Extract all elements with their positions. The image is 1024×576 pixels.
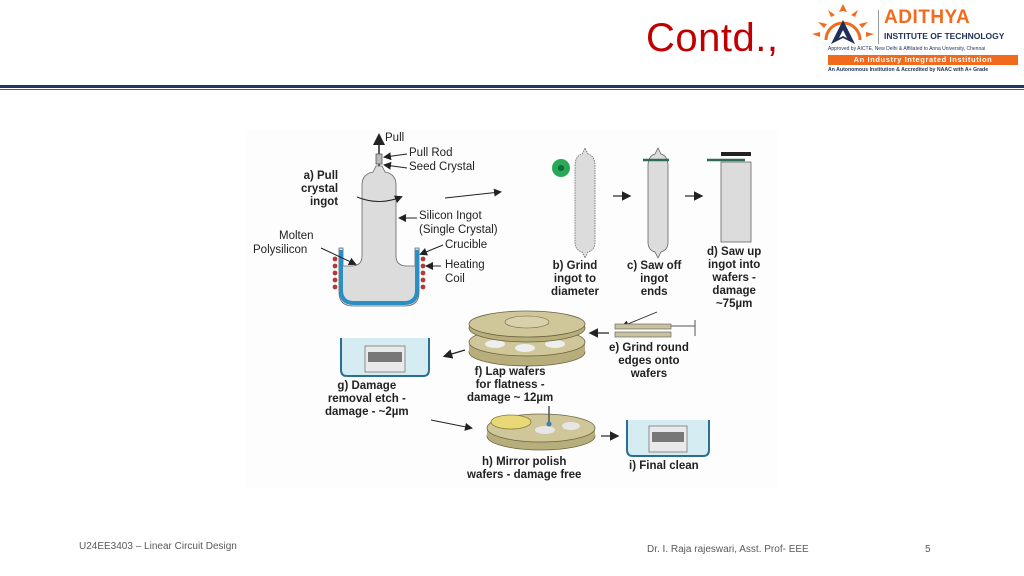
label-crucible: Crucible: [445, 239, 488, 251]
logo-band: An Industry Integrated Institution: [828, 55, 1018, 65]
step-d-line: ingot into: [707, 259, 761, 271]
label-single-crystal: (Single Crystal): [419, 224, 498, 236]
step-c-line: ends: [640, 286, 668, 298]
step-b-line: diameter: [551, 286, 599, 298]
step-b-label: b) Grind ingot to diameter: [551, 260, 599, 299]
step-d-line: wafers -: [712, 272, 756, 284]
label-pull: Pull: [385, 132, 405, 144]
step-c-line: c) Saw off: [627, 260, 682, 272]
header-rule: [0, 85, 1024, 88]
footer-course: U24EE3403 – Linear Circuit Design: [79, 541, 237, 552]
logo-divider: [878, 10, 879, 44]
label-coil: Coil: [445, 273, 465, 285]
step-c-line: ingot: [640, 273, 669, 285]
step-a-line: crystal: [301, 183, 339, 195]
step-g-line: damage - ~2µm: [325, 406, 409, 418]
final-clean-bath-drawing: [626, 420, 710, 457]
step-h-label: h) Mirror polish wafers - damage free: [467, 456, 581, 482]
step-d-label: d) Saw up ingot into wafers - damage ~75…: [707, 246, 761, 311]
wafer-fabrication-figure: Pull Pull Rod Seed Crystal Silicon Ingot…: [245, 130, 777, 488]
label-pull-rod: Pull Rod: [409, 147, 453, 159]
header-rule-thin: [0, 89, 1024, 90]
polishing-table-drawing: [486, 406, 596, 451]
label-silicon-ingot: Silicon Ingot: [419, 210, 482, 222]
logo-approval: Approved by AICTE, New Delhi & Affiliate…: [828, 46, 986, 52]
label-polysilicon: Polysilicon: [253, 244, 308, 256]
step-e-line: wafers: [630, 368, 668, 380]
step-h-line: wafers - damage free: [467, 469, 582, 481]
step-a-label: a) Pull crystal ingot: [301, 170, 338, 209]
etch-bath-drawing: [340, 338, 430, 377]
crystal-puller-drawing: [320, 133, 502, 307]
step-d-line: ~75µm: [715, 298, 753, 310]
step-f-line: f) Lap wafers: [474, 366, 546, 378]
footer-author: Dr. I. Raja rajeswari, Asst. Prof- EEE: [647, 544, 809, 555]
step-d-line: damage: [712, 285, 756, 297]
label-molten: Molten: [279, 230, 314, 242]
step-f-label: f) Lap wafers for flatness - damage ~ 12…: [467, 366, 553, 405]
step-g-line: g) Damage: [337, 380, 397, 392]
step-a-line: ingot: [309, 196, 339, 208]
step-c-label: c) Saw off ingot ends: [627, 260, 681, 299]
step-e-label: e) Grind round edges onto wafers: [609, 342, 689, 381]
step-g-line: removal etch -: [327, 393, 406, 405]
step-e-line: edges onto: [618, 355, 680, 367]
step-e-line: e) Grind round: [609, 342, 689, 354]
institution-logo: ADITHYA INSTITUTE OF TECHNOLOGY Approved…: [808, 2, 1020, 78]
step-i-label: i) Final clean: [629, 460, 699, 473]
step-g-label: g) Damage removal etch - damage - ~2µm: [325, 380, 409, 419]
slide-title: Contd.,: [646, 16, 779, 60]
saw-wafers-drawing: [707, 152, 752, 243]
step-f-line: for flatness -: [475, 379, 545, 391]
step-d-line: d) Saw up: [707, 246, 762, 258]
step-i-line: i) Final clean: [629, 460, 699, 472]
step-h-line: h) Mirror polish: [482, 456, 567, 468]
grind-ingot-drawing: [552, 147, 596, 259]
page-number: 5: [925, 544, 931, 555]
label-heating: Heating: [445, 259, 485, 271]
edge-grind-drawing: [614, 320, 696, 338]
saw-ingot-ends-drawing: [643, 147, 669, 259]
lapping-plates-drawing: [468, 310, 586, 367]
label-seed-crystal: Seed Crystal: [409, 161, 475, 173]
step-b-line: ingot to: [553, 273, 597, 285]
logo-name: ADITHYA: [884, 7, 971, 28]
step-a-line: a) Pull: [303, 170, 339, 182]
sun-a-emblem-icon: [812, 4, 874, 44]
process-diagram: [320, 133, 752, 457]
step-b-line: b) Grind: [552, 260, 598, 272]
logo-subtitle: INSTITUTE OF TECHNOLOGY: [884, 31, 1005, 41]
step-f-line: damage ~ 12µm: [467, 392, 554, 404]
logo-accreditation: An Autonomous Institution & Accredited b…: [828, 67, 989, 73]
